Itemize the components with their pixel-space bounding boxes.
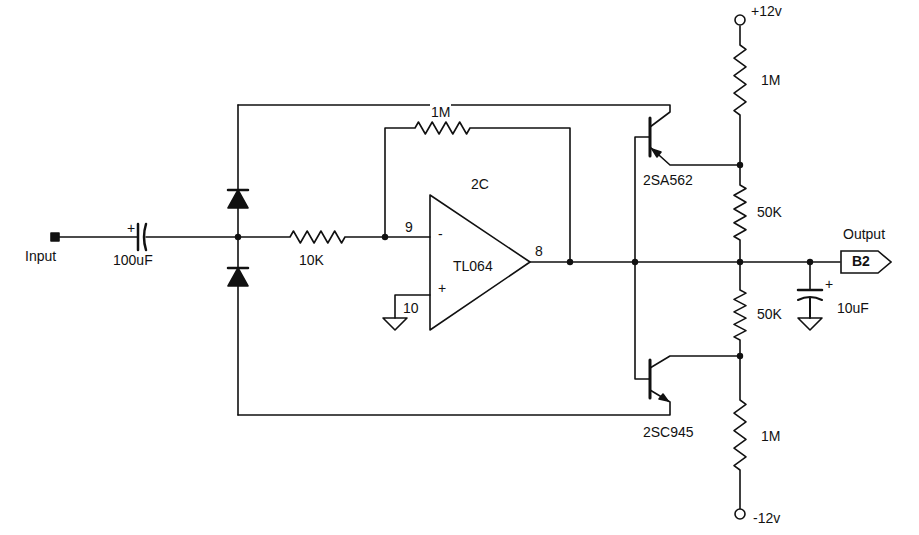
junction-dot (632, 259, 638, 265)
component-label: 100uF (112, 252, 154, 268)
component-label: + (824, 276, 834, 292)
input-wire (55, 236, 238, 238)
transistor-base-bar (649, 118, 652, 156)
component-label: Input (24, 248, 57, 264)
ground-symbol (383, 318, 407, 330)
wire (809, 262, 811, 290)
component-label: 10 (402, 300, 420, 316)
supply-terminal (735, 509, 745, 519)
diode-symbol (228, 268, 248, 286)
resistor-symbol (734, 400, 746, 470)
component-label: -12v (752, 510, 781, 526)
junction-dot (807, 259, 813, 265)
component-label: + (437, 280, 447, 296)
capacitor-plate (144, 224, 146, 250)
resistor-symbol (290, 231, 345, 243)
component-label: 9 (404, 219, 414, 235)
component-label: 8 (534, 243, 544, 259)
component-label: - (437, 226, 444, 242)
component-label: + (126, 220, 136, 236)
component-label: 50K (756, 306, 783, 322)
capacitor-plate (798, 297, 822, 318)
component-label: Output (842, 226, 886, 242)
component-label: 1M (760, 428, 781, 444)
emitter-wire (238, 390, 670, 415)
component-label: 10K (298, 252, 325, 268)
component-label: 10uF (836, 300, 870, 316)
ground-symbol (798, 318, 822, 330)
transistor-base-bar (649, 360, 652, 398)
feedback-wire (385, 128, 570, 262)
connector-label: B2 (852, 253, 872, 269)
wire (395, 295, 430, 318)
capacitor-plate (137, 224, 140, 250)
supply-terminal (735, 15, 745, 25)
junction-dot (737, 162, 743, 168)
component-label: 1M (430, 104, 451, 120)
component-label: 50K (756, 204, 783, 220)
emitter-wire (650, 147, 740, 165)
component-label: 2SA562 (642, 172, 694, 188)
input-terminal (51, 233, 59, 241)
output-connector: B2 (840, 250, 892, 274)
resistor-symbol (734, 185, 746, 240)
diode-symbol (228, 190, 248, 208)
collector-wire (238, 105, 670, 127)
output-wire (530, 261, 840, 263)
component-label: +12v (750, 3, 783, 19)
wire (238, 236, 430, 238)
component-label: 1M (760, 72, 781, 88)
connector-shape (841, 251, 891, 273)
junction-dot (382, 234, 388, 240)
junction-dot (737, 353, 743, 359)
component-label: 2C (470, 176, 490, 192)
component-label: TL064 (452, 258, 494, 274)
collector-wire (650, 356, 740, 368)
capacitor-plate (798, 289, 822, 292)
resistor-symbol (734, 45, 746, 115)
component-label: 2SC945 (642, 424, 695, 440)
opamp-symbol (430, 195, 530, 330)
resistor-symbol (734, 290, 746, 340)
junction-dot (737, 259, 743, 265)
diode-wire (237, 105, 239, 415)
transistor-arrow (652, 149, 661, 157)
resistor-symbol (415, 122, 470, 134)
junction-dot (235, 234, 241, 240)
transistor-arrow (659, 394, 668, 401)
junction-dot (567, 259, 573, 265)
